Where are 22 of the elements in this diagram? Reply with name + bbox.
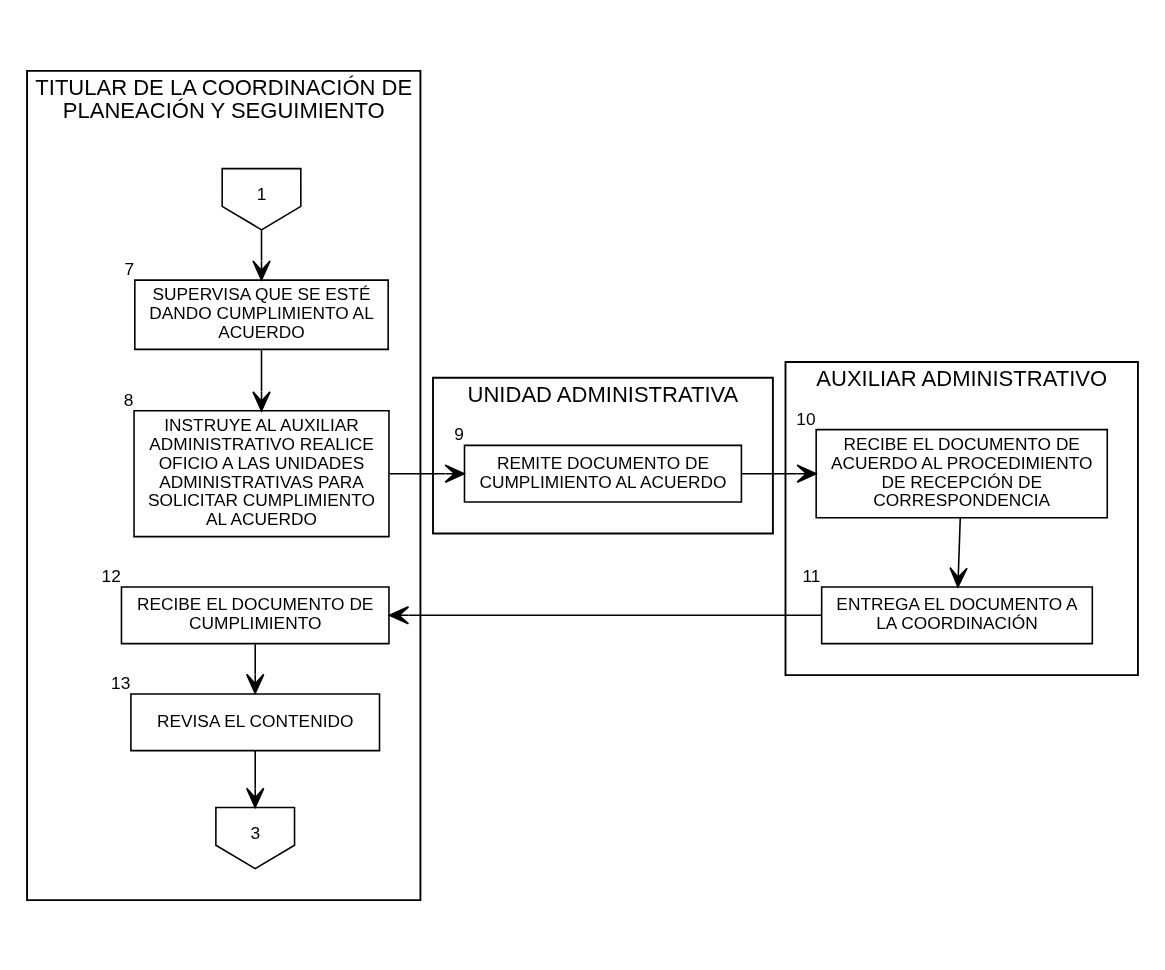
node-box: SUPERVISA QUE SE ESTÉ DANDO CUMPLIMIENTO AL ACUERDO [134,278,389,350]
arrow [245,642,265,694]
arrow [740,463,817,483]
node-box: REVISA EL CONTENIDO [130,692,381,751]
node-label: 8 [123,389,134,410]
node-box: RECIBE EL DOCUMENTO DE ACUERDO AL PROCEDIMIENTO DE RECEPCIÓN DE CORRESPONDENCIA [815,428,1109,519]
node-box: ENTREGA EL DOCUMENTO A LA COORDINACIÓN [820,585,1094,644]
node-label: 12 [101,565,121,586]
arrow [388,605,822,625]
arrow [252,348,271,412]
node-label: 10 [796,408,816,429]
arrow [949,517,968,588]
node-label: 9 [454,423,464,444]
arrow [252,229,271,281]
node-label: 11 [802,565,821,586]
node-label: 7 [124,258,135,279]
arrow [245,749,265,808]
node-box: REMITE DOCUMENTO DE CUMPLIMIENTO AL ACUERDO [463,444,743,503]
arrow [388,463,465,483]
node-box: INSTRUYE AL AUXILIAR ADMINISTRATIVO REALICE OFICIO A LAS UNIDADES ADMINISTRATIVAS PARA SOLICITAR CUMPLIMIENTO AL ACUERDO [133,409,390,537]
node-label: 13 [111,672,131,693]
node-box: RECIBE EL DOCUMENTO DE CUMPLIMIENTO [120,585,390,644]
